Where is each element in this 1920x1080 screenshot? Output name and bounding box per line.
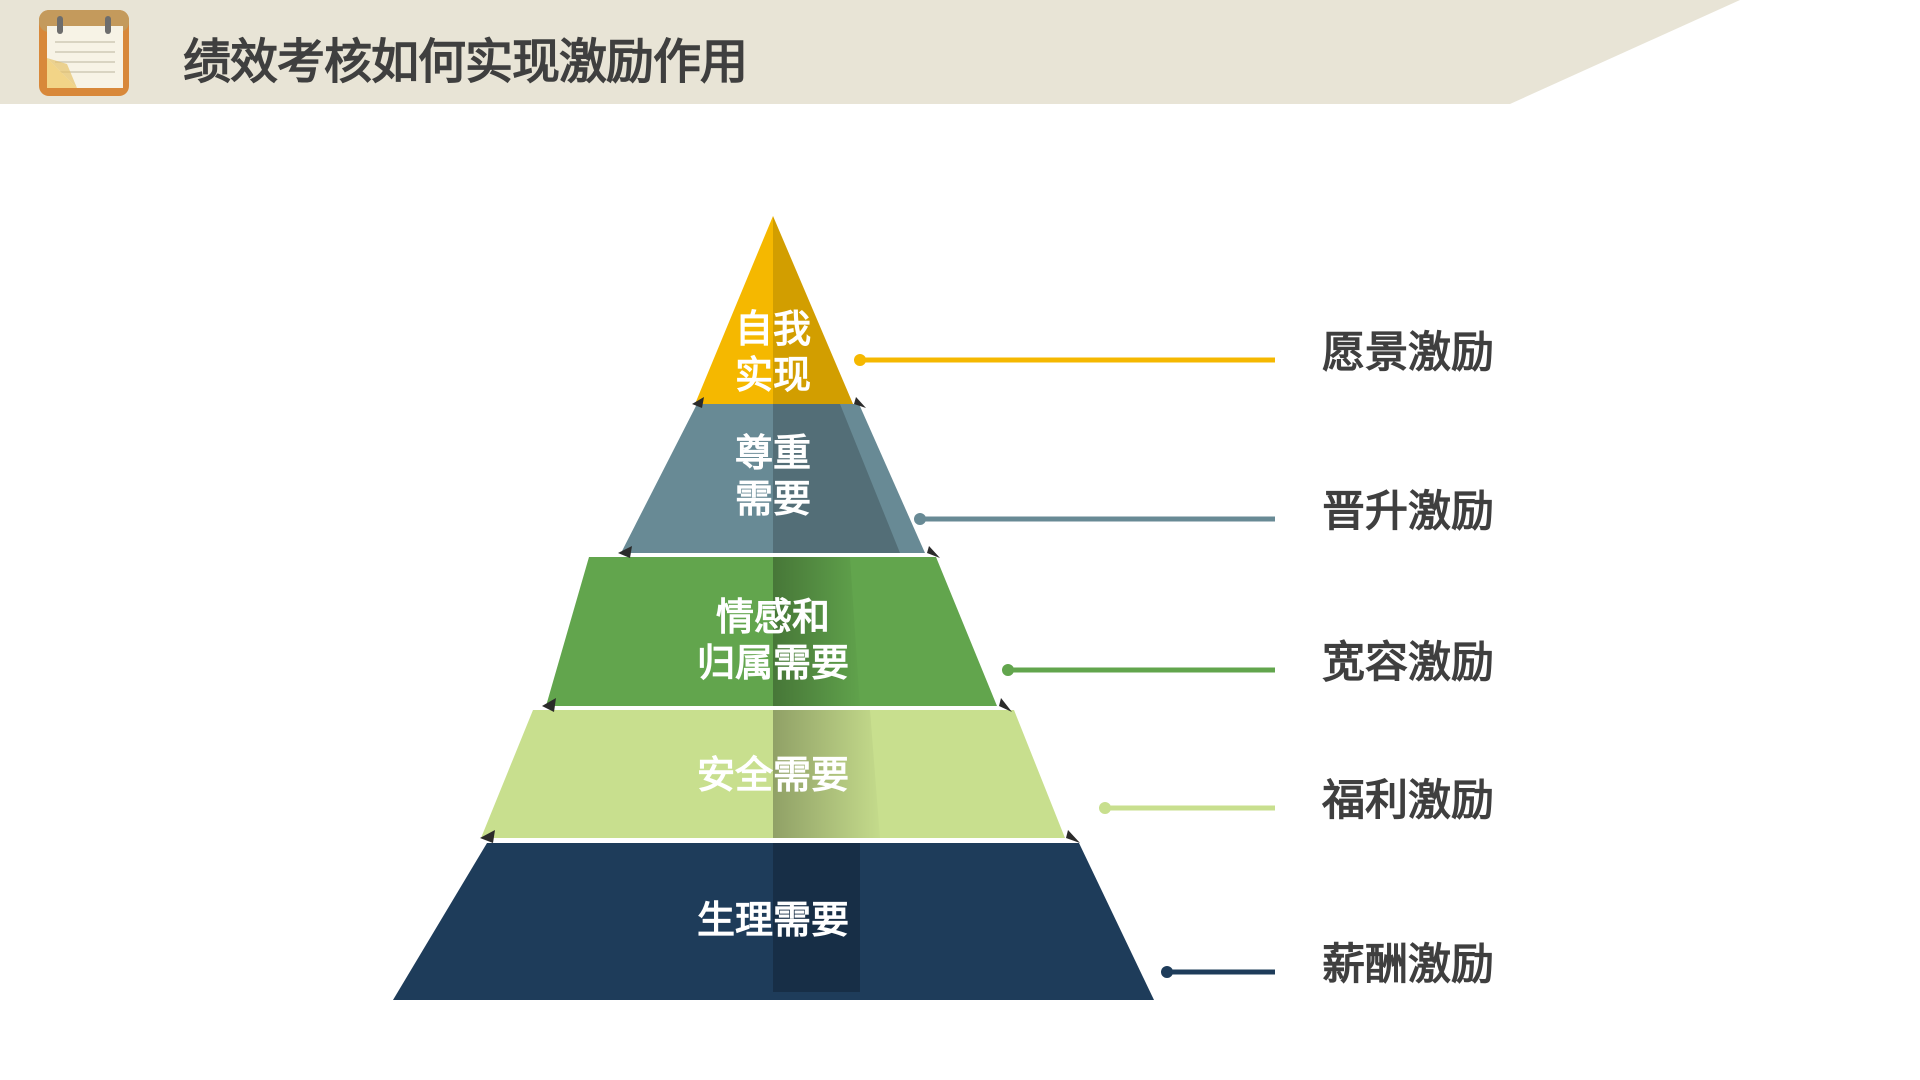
- pyramid-label-3-line1: 情感和: [715, 595, 831, 639]
- motive-label-2: 晋升激励: [1322, 487, 1494, 537]
- connector-4: [1099, 802, 1275, 814]
- pyramid-level-1: [695, 216, 853, 404]
- pyramid-label-4: 安全需要: [697, 752, 849, 798]
- connector-2: [914, 513, 1275, 525]
- connector-3: [1002, 664, 1275, 676]
- pyramid-level-5-shade: [773, 843, 860, 992]
- connector-5: [1161, 966, 1275, 978]
- pyramid-level-5: [393, 843, 1154, 1000]
- pyramid-label-5-line1: 生理需要: [696, 898, 850, 942]
- motive-label-3: 宽容激励: [1322, 638, 1494, 688]
- pyramid-level-3-shade: [773, 557, 860, 706]
- pyramid-label-3-line2: 归属需要: [696, 641, 850, 685]
- motive-label-4: 福利激励: [1322, 776, 1494, 826]
- pyramid-label-2-line2: 需要: [734, 477, 812, 521]
- header-band: [0, 0, 1740, 104]
- pyramid-label-4-line1: 安全需要: [696, 753, 850, 797]
- pyramid-level-2-shade: [773, 404, 900, 553]
- motive-label-1: 愿景激励: [1322, 328, 1494, 378]
- pyramid-label-1-line1: 自我: [734, 307, 812, 351]
- page-title: 绩效考核如何实现激励作用: [183, 34, 748, 90]
- pyramid-level-1-shade: [773, 216, 853, 404]
- pyramid-label-3: 情感和 归属需要: [697, 594, 849, 686]
- motive-label-5: 薪酬激励: [1322, 940, 1494, 990]
- pyramid-level-3: [546, 557, 997, 706]
- pyramid-label-1: 自我 实现: [735, 306, 811, 398]
- pyramid-label-2-line1: 尊重: [734, 431, 812, 475]
- pyramid-label-1-line2: 实现: [734, 353, 812, 397]
- pyramid-level-4-shade: [773, 710, 880, 838]
- pyramid-label-5: 生理需要: [697, 897, 849, 943]
- connector-1: [854, 354, 1275, 366]
- pyramid-level-2: [621, 404, 925, 553]
- notepad-icon: [39, 10, 129, 96]
- pyramid-label-2: 尊重 需要: [735, 430, 811, 522]
